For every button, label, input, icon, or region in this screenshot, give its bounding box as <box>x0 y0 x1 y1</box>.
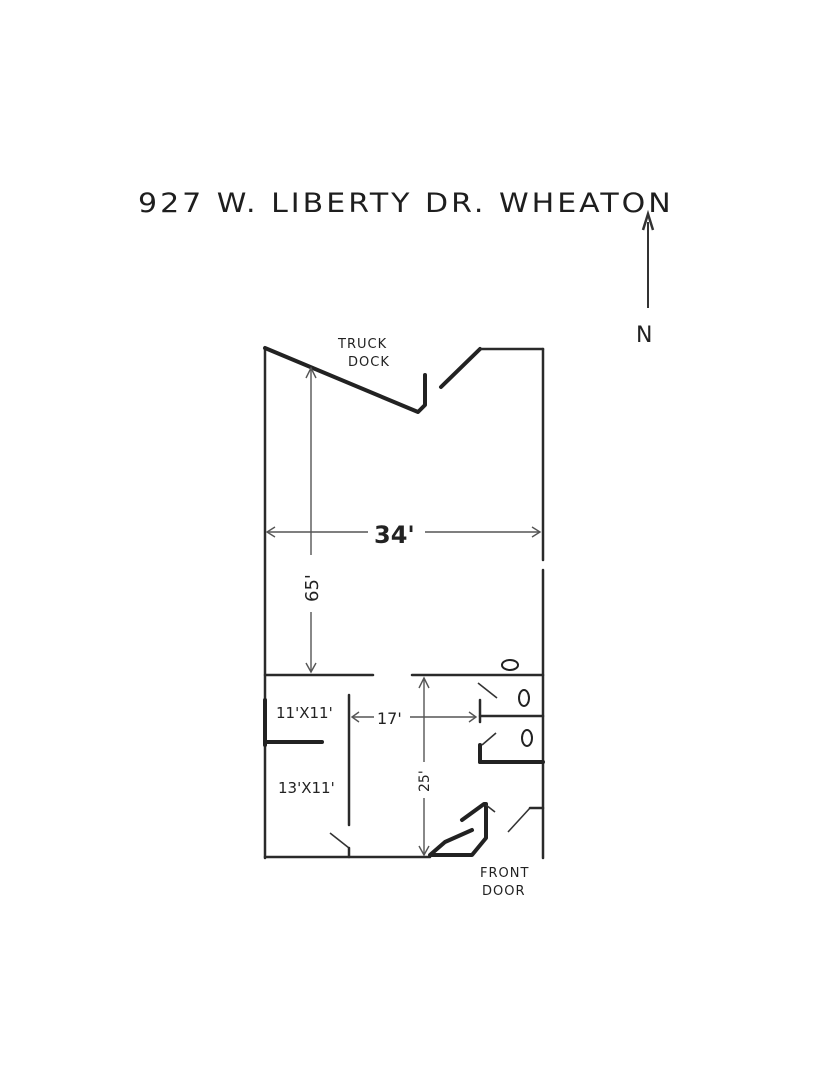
address-title: 927 W. LIBERTY DR. WHEATON <box>138 187 674 220</box>
depth-dimension <box>305 366 317 674</box>
front-door-label-2: DOOR <box>482 884 526 899</box>
room-label-13x11: 13'X11' <box>278 779 335 797</box>
office-depth-label: 25' <box>417 770 433 792</box>
room-label-11x11: 11'X11' <box>276 704 333 722</box>
toilet-icon <box>521 729 533 747</box>
depth-dimension-label: 65' <box>302 574 323 602</box>
width-dimension-label: 34' <box>374 521 415 549</box>
office-depth-dimension <box>418 676 430 857</box>
sink-icon <box>501 659 519 671</box>
exterior-walls <box>263 346 545 860</box>
north-label: N <box>636 323 652 348</box>
north-arrow-icon <box>641 209 655 308</box>
interior-walls <box>263 673 545 859</box>
toilet-icon <box>518 689 530 707</box>
truck-dock-label-2: DOCK <box>348 355 390 370</box>
truck-dock-label-1: TRUCK <box>337 337 387 352</box>
front-door-label-1: FRONT <box>480 866 529 881</box>
office-width-dimension <box>350 711 478 723</box>
office-width-label: 17' <box>377 709 402 728</box>
width-dimension <box>265 526 542 538</box>
